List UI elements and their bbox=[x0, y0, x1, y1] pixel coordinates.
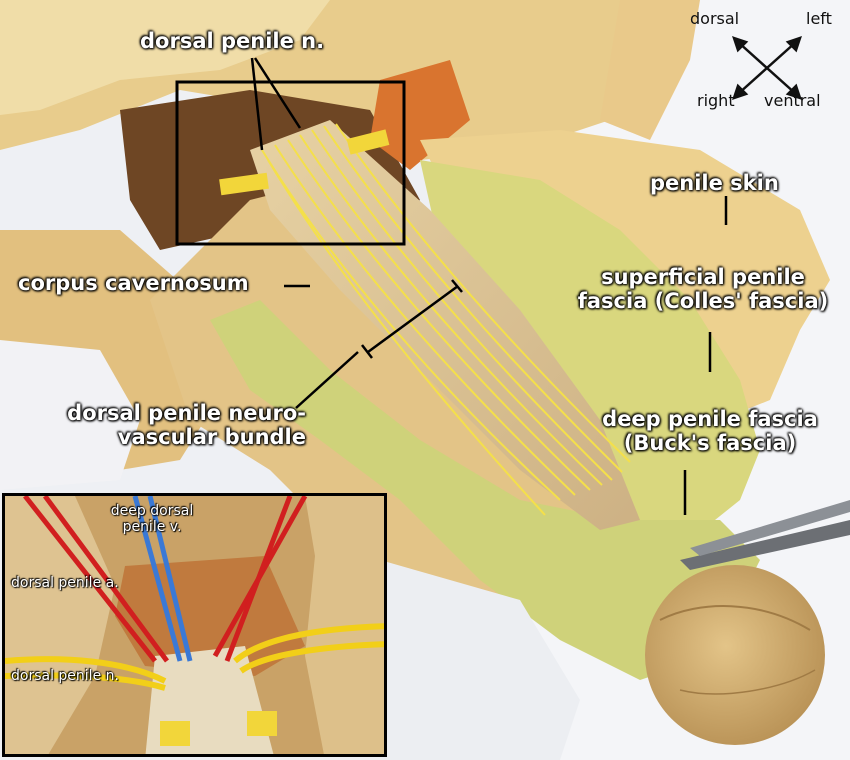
bundle-tick-2 bbox=[451, 279, 463, 293]
glans bbox=[645, 565, 825, 745]
upper-skin-flap bbox=[0, 0, 330, 115]
inset-tag-right bbox=[247, 711, 277, 736]
forceps bbox=[680, 520, 850, 570]
superficial-fascia-layer bbox=[420, 160, 760, 540]
label-dorsal-penile-nerve: dorsal penile n. bbox=[140, 29, 325, 53]
inset-veins bbox=[132, 496, 193, 662]
inset-photo bbox=[5, 496, 384, 754]
inset-left-tissue bbox=[5, 496, 115, 754]
tag-left bbox=[219, 172, 269, 196]
upper-right-tissue bbox=[600, 0, 700, 140]
glans-crease-2 bbox=[679, 669, 816, 695]
label-deep-fascia: deep penile fascia (Buck's fascia) bbox=[590, 407, 830, 455]
label-deep-fascia-line1: deep penile fascia bbox=[602, 407, 818, 431]
inset-right-tissue bbox=[305, 496, 384, 754]
label-neurovascular-line1: dorsal penile neuro- bbox=[67, 401, 306, 425]
orient-right: right bbox=[697, 91, 735, 110]
inset-label-deep-dorsal-vein-line1: deep dorsal bbox=[110, 503, 194, 519]
orient-left: left bbox=[806, 9, 832, 28]
inset-tag-left bbox=[160, 721, 190, 746]
lower-drape bbox=[380, 560, 580, 760]
deep-fascia-layer bbox=[210, 300, 760, 680]
inset-arteries bbox=[23, 496, 308, 663]
label-corpus-cavernosum: corpus cavernosum bbox=[18, 271, 249, 295]
label-neurovascular-bundle: dorsal penile neuro- vascular bundle bbox=[16, 401, 306, 449]
inset-label-deep-dorsal-vein-line2: penile v. bbox=[122, 518, 182, 535]
inset-panel: deep dorsal penile v. dorsal penile a. d… bbox=[2, 493, 387, 757]
leader-nerve-2 bbox=[253, 57, 302, 129]
inset-label-dorsal-nerve: dorsal penile n. bbox=[11, 668, 119, 684]
inset-nerve-loops bbox=[5, 623, 384, 691]
bundle-width-bar bbox=[367, 284, 459, 354]
orange-tissue bbox=[370, 60, 470, 170]
glans-crease bbox=[659, 605, 811, 631]
label-penile-skin: penile skin bbox=[650, 171, 779, 195]
inset-label-dorsal-artery: dorsal penile a. bbox=[11, 575, 119, 591]
nerve-fibers bbox=[261, 123, 631, 516]
label-superficial-fascia-line2: fascia (Colles' fascia) bbox=[577, 288, 829, 313]
label-deep-fascia-line2: (Buck's fascia) bbox=[623, 430, 797, 455]
left-drape bbox=[0, 340, 140, 490]
forceps-upper bbox=[690, 500, 850, 556]
orient-ventral: ventral bbox=[764, 91, 821, 110]
leader-nerve-1 bbox=[250, 57, 264, 151]
bundle-tick-1 bbox=[361, 344, 373, 359]
label-neurovascular-line2: vascular bundle bbox=[117, 424, 306, 449]
tag-right bbox=[346, 129, 390, 155]
label-superficial-fascia: superficial penile fascia (Colles' fasci… bbox=[558, 265, 848, 313]
label-superficial-fascia-line1: superficial penile bbox=[601, 265, 805, 289]
leader-bundle bbox=[295, 351, 359, 409]
orientation-compass bbox=[732, 36, 802, 100]
inset-label-deep-dorsal-vein: deep dorsal penile v. bbox=[97, 503, 207, 535]
inset-location-frame bbox=[175, 80, 406, 246]
orient-dorsal: dorsal bbox=[690, 9, 740, 28]
